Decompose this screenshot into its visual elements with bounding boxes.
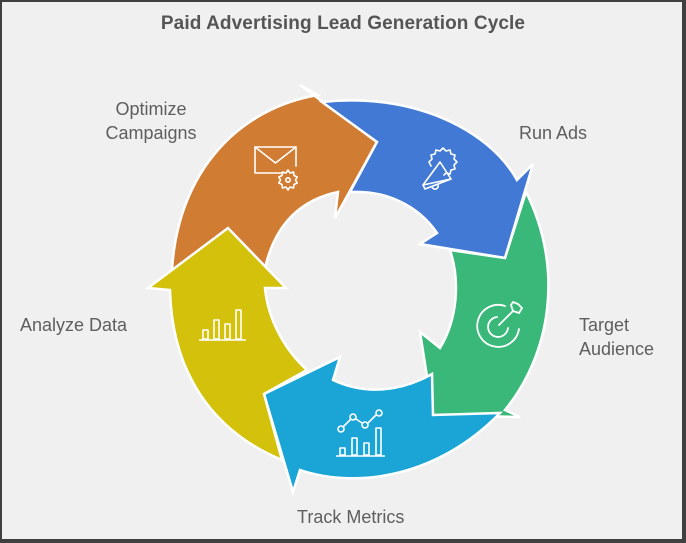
label-target-line2: Audience (579, 339, 655, 359)
arrow-analyze-data (144, 226, 310, 463)
label-target-line1: Target (579, 315, 630, 335)
target-icon (476, 301, 523, 348)
diagram-title: Paid Advertising Lead Generation Cycle (160, 13, 526, 34)
label-analyze-data: Analyze Data (20, 315, 128, 335)
bar-chart-icon (199, 309, 246, 341)
label-optimize-line2: Campaigns (105, 123, 197, 143)
label-track-metrics: Track Metrics (297, 507, 405, 527)
arrow-optimize-campaigns (170, 83, 379, 272)
label-optimize-campaigns: Optimize Campaigns (96, 97, 206, 145)
label-target-audience: Target Audience (579, 313, 654, 361)
email-settings-icon (254, 146, 298, 191)
arrow-track-metrics (262, 354, 504, 497)
label-optimize-line1: Optimize (115, 99, 187, 119)
label-run-ads: Run Ads (519, 123, 588, 143)
arrow-target-audience (418, 188, 550, 419)
megaphone-icon (422, 147, 458, 190)
line-bar-chart-icon (336, 409, 385, 457)
